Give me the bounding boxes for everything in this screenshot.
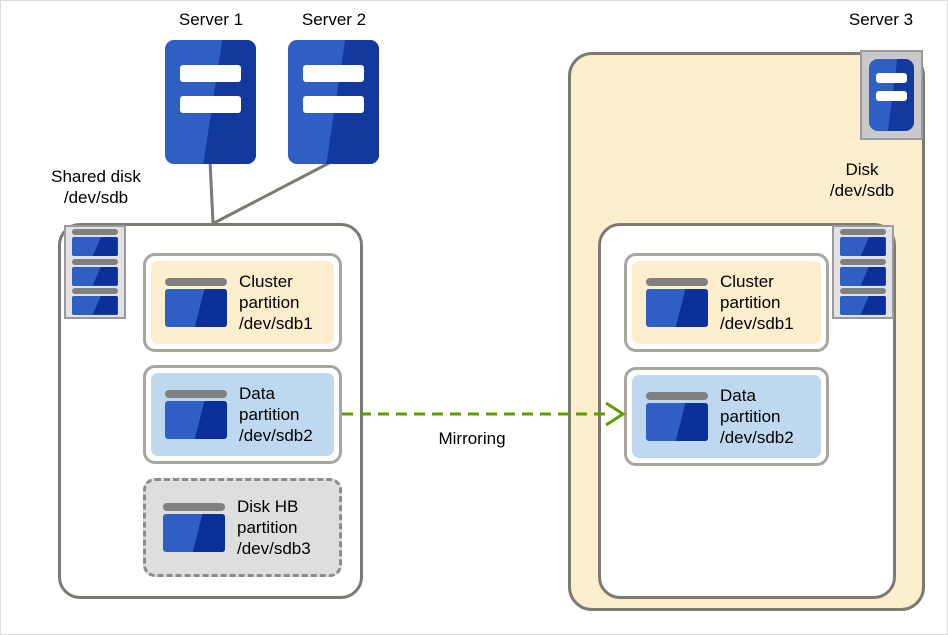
partition-label: Cluster partition /dev/sdb1 [720,272,794,333]
disk-unit-cap [72,229,118,236]
server3-cluster-partition[interactable]: Cluster partition /dev/sdb1 [624,253,829,352]
server-icon-bar-bottom [302,95,365,113]
disk-unit-cap [72,287,118,294]
server-icon-bar-top [179,64,242,82]
disk-unit [72,258,118,286]
partition-icon-cap [165,278,227,286]
server-2-icon [288,40,379,164]
partition-label: Data partition /dev/sdb2 [720,386,794,447]
partition-label: Data partition /dev/sdb2 [239,384,313,445]
shared-data-partition[interactable]: Data partition /dev/sdb2 [143,365,342,464]
server3-data-partition[interactable]: Data partition /dev/sdb2 [624,367,829,466]
disk-unit-cap [840,258,886,265]
server3-disk-stack-icon [832,225,894,319]
disk-unit [840,258,886,286]
disk-unit-body [72,237,118,257]
disk-unit-cap [840,287,886,294]
partition-icon-cap [646,278,708,286]
disk-unit-body [840,295,886,315]
server-icon-bar-bottom [179,95,242,113]
server-3-icon [869,59,914,131]
server-1-icon [165,40,256,164]
shared-disk-stack-icon [64,225,126,319]
partition-label: Disk HB partition /dev/sdb3 [237,497,311,558]
disk-unit [840,229,886,257]
disk-unit-body [840,266,886,286]
disk-unit-cap [840,229,886,236]
disk-unit [72,287,118,315]
partition-icon-body [163,514,225,552]
partition-disk-icon [646,392,708,441]
disk-unit-body [72,266,118,286]
partition-icon-body [165,289,227,327]
partition-icon-body [165,401,227,439]
disk-unit-body [72,295,118,315]
partition-disk-icon [165,390,227,439]
shared-disk-label: Shared disk /dev/sdb [51,167,141,207]
server1-to-disk-line [208,160,215,224]
partition-disk-icon [163,503,225,552]
server-3-label: Server 3 [848,10,914,29]
partition-label: Cluster partition /dev/sdb1 [239,272,313,333]
server-2-label: Server 2 [301,10,367,29]
server2-to-disk-line [213,160,332,225]
disk-unit-cap [72,258,118,265]
server-icon-bar-bottom [876,91,907,102]
shared-cluster-partition[interactable]: Cluster partition /dev/sdb1 [143,253,342,352]
shared-disk-hb-partition[interactable]: Disk HB partition /dev/sdb3 [143,478,342,577]
partition-icon-cap [165,390,227,398]
server-3-icon-frame [860,50,923,140]
partition-disk-icon [646,278,708,327]
disk-unit-body [840,237,886,257]
server-icon-bar-top [302,64,365,82]
server3-disk-label: Disk /dev/sdb [829,160,895,200]
server-1-label: Server 1 [178,10,244,29]
partition-icon-body [646,289,708,327]
partition-icon-cap [163,503,225,511]
server-icon-bar-top [876,73,907,84]
partition-icon-body [646,403,708,441]
mirroring-label: Mirroring [438,429,506,448]
partition-icon-cap [646,392,708,400]
disk-unit [840,287,886,315]
partition-disk-icon [165,278,227,327]
disk-unit [72,229,118,257]
